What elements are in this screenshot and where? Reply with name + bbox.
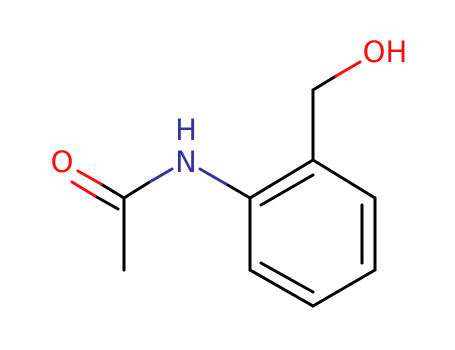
amide-hydrogen-label: H: [175, 113, 197, 147]
atom-labels: OH O N H: [51, 35, 408, 179]
ring-bond-4: [248, 268, 315, 308]
ring-inner-bond-1: [259, 173, 315, 207]
carbonyl-oxygen-label: O: [51, 145, 74, 179]
hydroxyl-label: OH: [363, 35, 408, 69]
ring-bond-1: [311, 158, 377, 200]
ring-bond-3: [311, 268, 377, 308]
ring-inner-bond-3: [259, 261, 315, 294]
c-o-hydroxyl-bond-black: [311, 74, 338, 92]
n-c-bond-black: [122, 181, 150, 200]
c-o-double-bond-1-red: [76, 169, 103, 186]
ring-n-bond-blue: [198, 167, 228, 186]
ring-n-bond-black: [224, 182, 252, 200]
bonds: [70, 60, 377, 308]
amide-nitrogen-label: N: [175, 145, 197, 179]
c-o-double-bond-2-red: [70, 180, 97, 198]
ring-bond-6: [248, 158, 315, 200]
c-o-hydroxyl-bond-red: [334, 60, 362, 78]
c-o-double-bond-2-black: [93, 194, 120, 211]
n-c-bond-blue: [146, 167, 174, 185]
c-o-double-bond-1-black: [99, 182, 126, 200]
